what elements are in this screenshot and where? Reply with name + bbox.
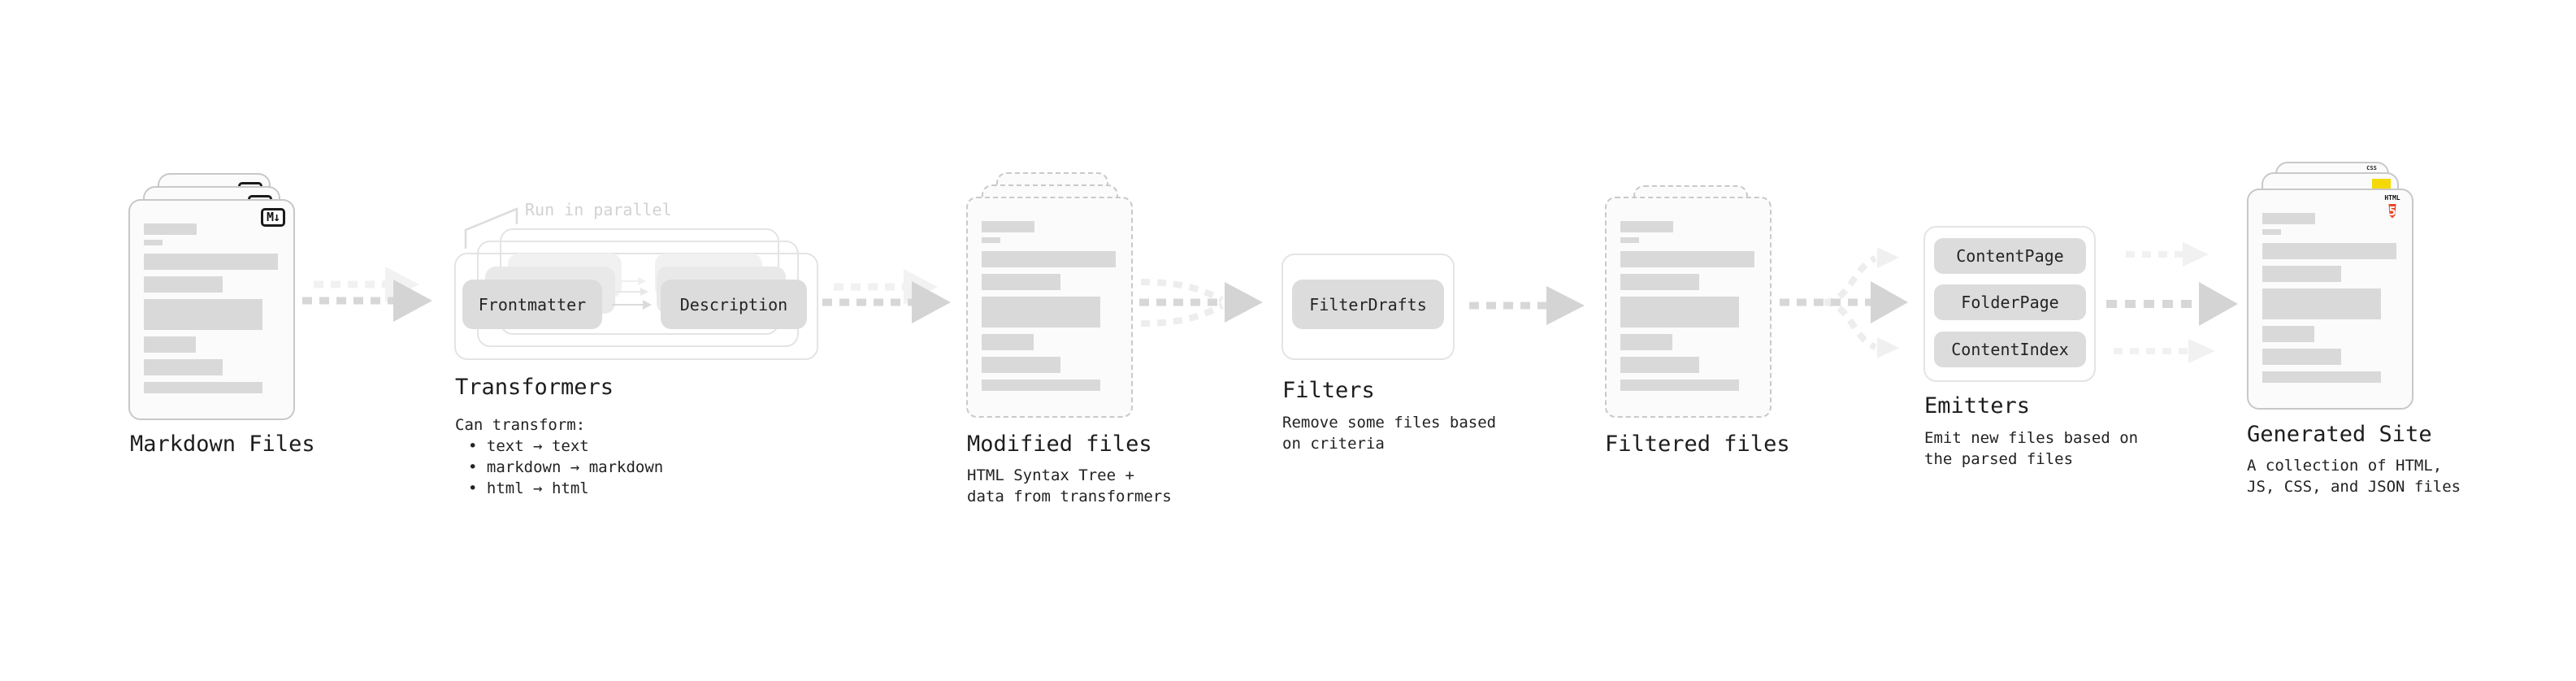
desc-line: Can transform: <box>455 416 586 434</box>
desc-line: • markdown → markdown <box>468 458 664 476</box>
desc-line: the parsed files <box>1924 450 2074 468</box>
run-in-parallel-note: Run in parallel <box>525 200 672 219</box>
filtered-doc-front <box>1605 197 1772 418</box>
label-markdown-files: Markdown Files <box>130 432 315 457</box>
parallel-mini-arrows <box>612 277 652 310</box>
emitters-description: Emit new files based on the parsed files <box>1924 427 2138 470</box>
markdown-icon: M↓ <box>260 208 285 227</box>
js-file-icon <box>2372 179 2391 189</box>
html5-icon-shield: 5 <box>2388 204 2396 219</box>
flow-arrow-2 <box>822 269 951 323</box>
filters-description: Remove some files based on criteria <box>1282 412 1496 454</box>
markdown-doc-front: M↓ <box>128 199 295 420</box>
site-doc-front: HTML 5 <box>2247 189 2413 410</box>
html5-icon-text: HTML <box>2384 194 2400 202</box>
flow-arrow-6-triple <box>2106 242 2238 363</box>
transformer-box-front <box>454 253 818 360</box>
desc-line: • text → text <box>468 437 589 455</box>
emitters-box <box>1923 226 2096 382</box>
label-generated-site: Generated Site <box>2247 422 2432 447</box>
html5-icon: HTML 5 <box>2383 194 2402 221</box>
modified-doc-front <box>966 197 1133 418</box>
emitter-node-contentindex: ContentIndex <box>1934 332 2086 367</box>
css-file-icon: CSS <box>2365 166 2379 171</box>
flow-arrow-1 <box>302 267 432 322</box>
flow-arrow-5-diverge <box>1780 247 1908 358</box>
transformer-node-description: Description <box>661 280 807 329</box>
site-description: A collection of HTML, JS, CSS, and JSON … <box>2247 455 2461 497</box>
flow-arrow-4 <box>1469 286 1585 325</box>
desc-line: JS, CSS, and JSON files <box>2247 478 2461 496</box>
desc-line: Remove some files based <box>1282 414 1497 432</box>
desc-line: Emit new files based on <box>1924 429 2139 447</box>
filter-node-filterdrafts: FilterDrafts <box>1292 280 1444 329</box>
doc-text-placeholder <box>2262 213 2400 383</box>
desc-line: data from transformers <box>967 488 1172 505</box>
filters-box <box>1281 254 1455 360</box>
transformers-description: Can transform: • text → text • markdown … <box>455 414 663 499</box>
label-filters: Filters <box>1282 378 1375 403</box>
desc-line: on criteria <box>1282 435 1385 453</box>
transformer-node-frontmatter: Frontmatter <box>462 280 602 329</box>
desc-line: A collection of HTML, <box>2247 457 2443 475</box>
flow-arrow-3-converge <box>1139 279 1263 327</box>
modified-description: HTML Syntax Tree + data from transformer… <box>967 465 1172 507</box>
run-in-parallel-leader-line <box>464 207 518 249</box>
desc-line: HTML Syntax Tree + <box>967 466 1134 484</box>
emitter-node-contentpage: ContentPage <box>1934 238 2086 274</box>
doc-text-placeholder <box>1620 221 1759 391</box>
label-transformers: Transformers <box>455 375 614 400</box>
desc-line: • html → html <box>468 479 589 497</box>
doc-text-placeholder <box>144 223 282 393</box>
css-icon-text: CSS <box>2366 165 2377 171</box>
doc-text-placeholder <box>982 221 1120 391</box>
label-filtered-files: Filtered files <box>1605 432 1790 457</box>
label-emitters: Emitters <box>1924 393 2031 419</box>
label-modified-files: Modified files <box>967 432 1152 457</box>
emitter-node-folderpage: FolderPage <box>1934 284 2086 320</box>
